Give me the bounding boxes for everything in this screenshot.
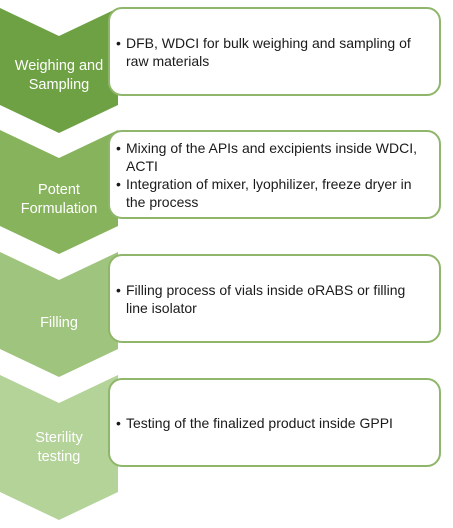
bullet-text: Testing of the finalized product inside … [116, 414, 431, 432]
chevron-potent-formulation [0, 130, 118, 254]
bullet-text: Mixing of the APIs and excipients inside… [116, 139, 431, 175]
bullet-text: Filling process of vials inside oRABS or… [116, 281, 431, 317]
step-label-potent-formulation: Potent Formulation [20, 182, 98, 217]
chevron-weighing-sampling [0, 8, 118, 133]
step-box-potent-formulation: Mixing of the APIs and excipients inside… [108, 130, 441, 219]
step-box-weighing-sampling: DFB, WDCI for bulk weighing and sampling… [108, 7, 441, 96]
bullet-text: Integration of mixer, lyophilizer, freez… [116, 175, 431, 211]
chevron-sterility-testing [0, 375, 118, 520]
step-box-filling: Filling process of vials inside oRABS or… [108, 254, 441, 343]
step-label-weighing-sampling: Weighing and Sampling [14, 58, 104, 93]
chevron-filling [0, 252, 118, 377]
step-box-sterility-testing: Testing of the finalized product inside … [108, 378, 441, 467]
bullet-text: DFB, WDCI for bulk weighing and sampling… [116, 34, 431, 70]
step-label-filling: Filling [40, 315, 78, 331]
step-label-sterility-testing: Sterility testing [35, 430, 83, 465]
